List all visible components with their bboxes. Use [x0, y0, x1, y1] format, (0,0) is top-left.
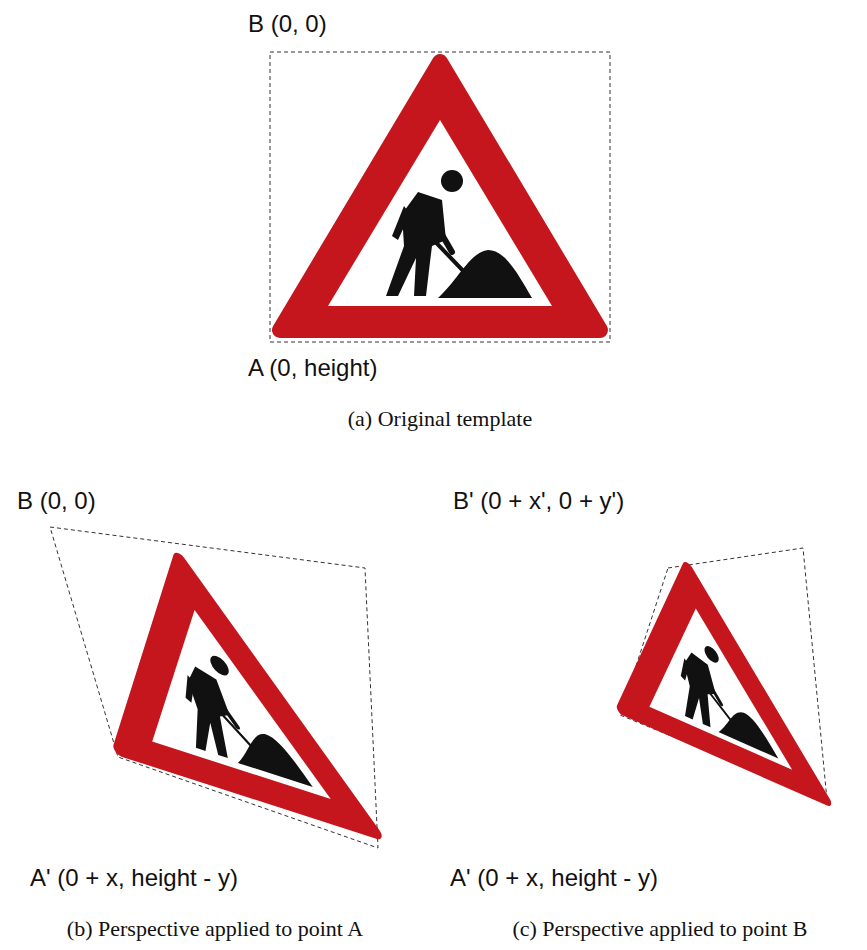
point-label: B' (0 + x', 0 + y') — [453, 487, 624, 516]
road-sign — [52, 519, 375, 832]
point-label: A (0, height) — [248, 354, 377, 383]
subcaption: (a) Original template — [348, 406, 532, 432]
point-label: A' (0 + x, height - y) — [30, 864, 238, 893]
road-sign — [280, 62, 600, 330]
point-label: A' (0 + x, height - y) — [450, 864, 658, 893]
point-label: B (0, 0) — [248, 10, 327, 39]
road-sign — [586, 523, 826, 800]
subcaption: (c) Perspective applied to point B — [512, 916, 807, 942]
bounding-box — [270, 52, 610, 342]
subcaption: (b) Perspective applied to point A — [67, 916, 363, 942]
point-label: B (0, 0) — [17, 487, 96, 516]
